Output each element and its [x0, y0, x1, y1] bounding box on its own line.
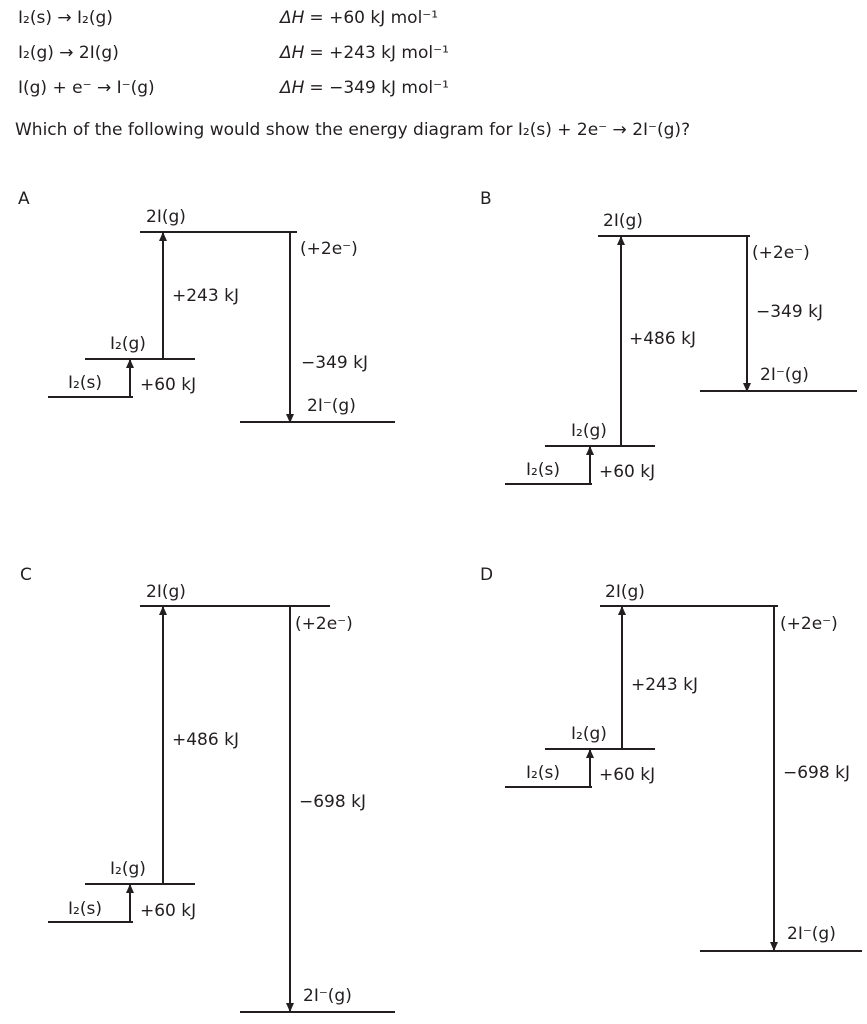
- level-line-i2s: [48, 921, 133, 923]
- delta-h-value: = +243 kJ mol⁻¹: [309, 43, 449, 63]
- level-line-i2s: [505, 483, 592, 485]
- arrow-label-down: −349 kJ: [301, 353, 368, 373]
- arrow-label-up1: +60 kJ: [140, 901, 197, 921]
- up-arrow-60-icon: [585, 749, 594, 786]
- level-label-i2g: I₂(g): [571, 724, 607, 744]
- arrowhead-icon: [616, 236, 625, 245]
- arrow-label-up1: +60 kJ: [599, 765, 656, 785]
- level-line-2ig: [600, 605, 778, 607]
- arrow-label-up1: +60 kJ: [140, 375, 197, 395]
- level-label-2i-minus: 2I⁻(g): [307, 396, 356, 416]
- arrowhead-icon: [617, 606, 626, 615]
- arrow-label-up2: +486 kJ: [172, 730, 239, 750]
- up-arrow-60-icon: [125, 884, 134, 921]
- level-label-2ig: 2I(g): [146, 582, 186, 602]
- level-line-2i-minus: [700, 390, 857, 392]
- down-arrow-349-icon: [742, 237, 751, 392]
- level-line-i2g: [85, 358, 195, 360]
- level-line-i2g: [85, 883, 195, 885]
- up-arrow-243-icon: [617, 606, 626, 748]
- option-letter-d: D: [480, 565, 494, 585]
- level-line-2i-minus: [240, 1011, 395, 1013]
- delta-h-value: = +60 kJ mol⁻¹: [309, 8, 439, 28]
- arrowhead-icon: [158, 232, 167, 241]
- electrons-label: (+2e⁻): [295, 614, 353, 634]
- arrowhead-icon: [285, 414, 294, 423]
- arrow-label-up1: +60 kJ: [599, 462, 656, 482]
- option-letter-a: A: [18, 189, 30, 209]
- enthalpy-text: ΔH= +60 kJ mol⁻¹: [280, 8, 438, 28]
- up-arrow-486-icon: [158, 606, 167, 883]
- reaction-text: I₂(s) → I₂(g): [18, 8, 113, 28]
- option-letter-c: C: [20, 565, 32, 585]
- level-line-i2g: [545, 748, 655, 750]
- arrow-label-up2: +486 kJ: [629, 329, 696, 349]
- delta-h-symbol: ΔH: [280, 43, 305, 63]
- level-label-2i-minus: 2I⁻(g): [760, 365, 809, 385]
- reaction-text: I₂(g) → 2I(g): [18, 43, 119, 63]
- enthalpy-text: ΔH= +243 kJ mol⁻¹: [280, 43, 449, 63]
- level-line-2ig: [140, 605, 330, 607]
- arrowhead-icon: [158, 606, 167, 615]
- level-label-i2s: I₂(s): [68, 899, 102, 919]
- arrowhead-icon: [585, 749, 594, 758]
- level-label-2i-minus: 2I⁻(g): [787, 924, 836, 944]
- level-line-i2g: [545, 445, 655, 447]
- option-letter-b: B: [480, 189, 492, 209]
- level-line-2ig: [598, 235, 750, 237]
- question-text: Which of the following would show the en…: [15, 120, 691, 140]
- arrow-label-up2: +243 kJ: [631, 675, 698, 695]
- delta-h-symbol: ΔH: [280, 8, 305, 28]
- arrow-label-down: −349 kJ: [756, 302, 823, 322]
- down-arrow-698-icon: [769, 607, 778, 951]
- enthalpy-text: ΔH= −349 kJ mol⁻¹: [280, 78, 449, 98]
- electrons-label: (+2e⁻): [752, 243, 810, 263]
- delta-h-value: = −349 kJ mol⁻¹: [309, 78, 449, 98]
- electrons-label: (+2e⁻): [780, 614, 838, 634]
- electrons-label: (+2e⁻): [300, 239, 358, 259]
- level-label-i2s: I₂(s): [526, 763, 560, 783]
- reaction-text: I(g) + e⁻ → I⁻(g): [18, 78, 155, 98]
- level-line-i2s: [505, 786, 592, 788]
- up-arrow-243-icon: [158, 232, 167, 358]
- down-arrow-349-icon: [285, 233, 294, 423]
- down-arrow-698-icon: [285, 607, 294, 1012]
- level-line-2i-minus: [240, 421, 395, 423]
- level-label-i2s: I₂(s): [526, 460, 560, 480]
- arrowhead-icon: [585, 446, 594, 455]
- level-label-i2g: I₂(g): [110, 334, 146, 354]
- arrowhead-icon: [769, 942, 778, 951]
- arrow-label-down: −698 kJ: [783, 763, 850, 783]
- arrow-label-up2: +243 kJ: [172, 286, 239, 306]
- level-label-2ig: 2I(g): [605, 582, 645, 602]
- level-line-i2s: [48, 396, 133, 398]
- up-arrow-60-icon: [585, 446, 594, 483]
- delta-h-symbol: ΔH: [280, 78, 305, 98]
- arrowhead-icon: [285, 1003, 294, 1012]
- level-label-i2g: I₂(g): [110, 859, 146, 879]
- arrowhead-icon: [742, 383, 751, 392]
- level-label-i2g: I₂(g): [571, 421, 607, 441]
- level-label-2i-minus: 2I⁻(g): [303, 986, 352, 1006]
- up-arrow-60-icon: [125, 359, 134, 396]
- level-label-i2s: I₂(s): [68, 373, 102, 393]
- level-line-2i-minus: [700, 950, 862, 952]
- level-label-2ig: 2I(g): [146, 207, 186, 227]
- arrow-label-down: −698 kJ: [299, 792, 366, 812]
- arrowhead-icon: [125, 359, 134, 368]
- arrowhead-icon: [125, 884, 134, 893]
- level-label-2ig: 2I(g): [603, 211, 643, 231]
- level-line-2ig: [140, 231, 297, 233]
- up-arrow-486-icon: [616, 236, 625, 445]
